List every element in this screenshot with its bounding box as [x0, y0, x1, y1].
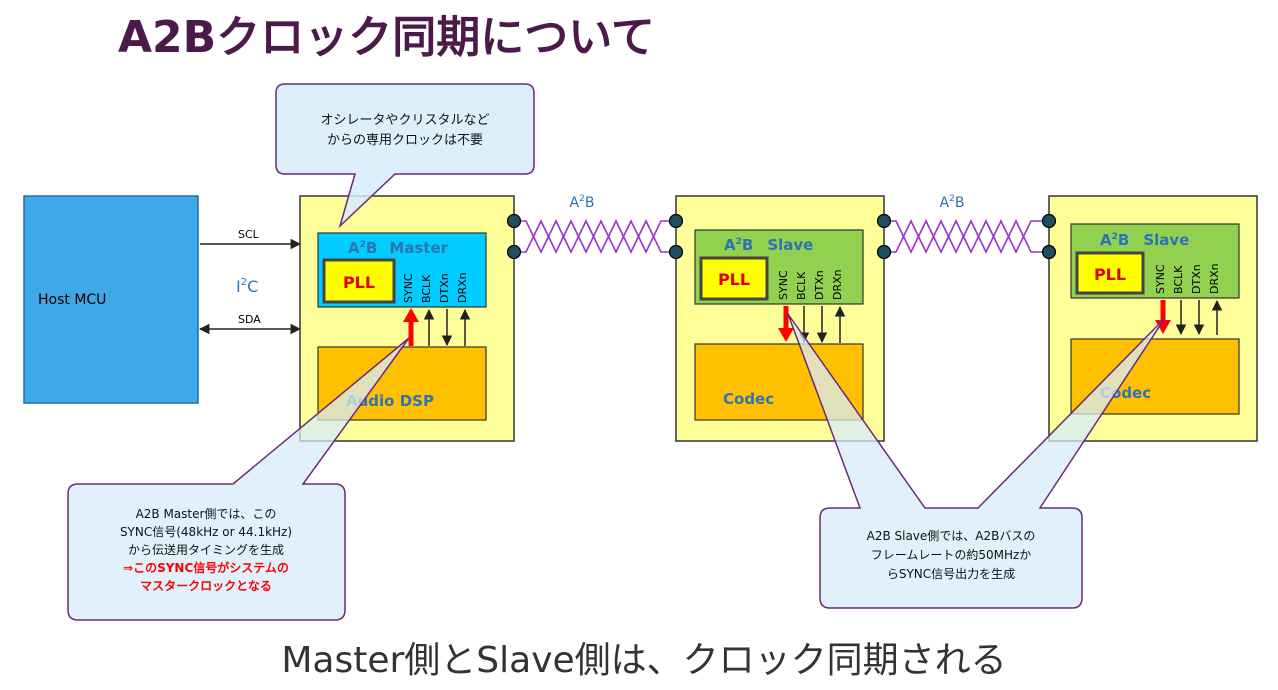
host-mcu-box [23, 195, 199, 404]
slave1-pin-bclk: BCLK [795, 271, 808, 300]
callout-top-line2: からの専用クロックは不要 [327, 133, 483, 148]
connector-dot [668, 244, 684, 260]
callout-slave [787, 313, 1166, 609]
callout-top [275, 83, 535, 229]
master-pin-sync: SYNC [402, 273, 415, 303]
master-pin-dtxn: DTXn [438, 273, 451, 303]
connector-dots [506, 213, 1057, 260]
master-sync-arrowhead [403, 308, 419, 322]
slave1-pll-box [699, 256, 769, 301]
page-title: A2Bクロック同期について [118, 12, 655, 63]
slave1-codec-label: Codec [723, 390, 774, 408]
slave1-pin-sync: SYNC [777, 270, 790, 300]
slave2-pll-box [1075, 251, 1145, 295]
callout-master-line4: ⇒このSYNC信号がシステムの [123, 560, 289, 575]
connector-dot [506, 244, 522, 260]
slave2-pll-label: PLL [1094, 265, 1126, 284]
slave2-pin-dtxn: DTXn [1190, 264, 1203, 294]
master-dsp-label: Audio DSP [346, 392, 434, 410]
callout-top-line1: オシレータやクリスタルなど [320, 113, 489, 128]
slave2-pin-drxn: DRXn [1208, 263, 1221, 294]
host-mcu-label: Host MCU [38, 292, 106, 308]
slave1-sync-arrowhead [778, 328, 794, 342]
callout-master-line1: A2B Master側では、この [136, 507, 277, 521]
connector-dot [1041, 213, 1057, 229]
slave1-pin-dtxn: DTXn [813, 270, 826, 300]
slave2-pin-bclk: BCLK [1172, 265, 1185, 294]
callout-master [67, 337, 410, 621]
sda-label: SDA [238, 313, 261, 326]
connector-dot [668, 213, 684, 229]
callout-master-line2: SYNC信号(48kHz or 44.1kHz) [120, 525, 292, 539]
slave1-pin-drxn: DRXn [831, 269, 844, 300]
callout-master-line5: マスタークロックとなる [140, 579, 272, 593]
slave1-pins: SYNC BCLK DTXn DRXn [777, 269, 844, 300]
slave2-pins: SYNC BCLK DTXn DRXn [1154, 263, 1221, 294]
scl-label: SCL [238, 228, 260, 241]
link-label-2: A2B [940, 194, 965, 211]
link-label-1: A2B [570, 194, 595, 211]
connector-dot [876, 213, 892, 229]
callout-slave-line3: らSYNC信号出力を生成 [887, 567, 1015, 581]
master-pins: SYNC BCLK DTXn DRXn [402, 272, 469, 303]
footer-text: Master側とSlave側は、クロック同期される [281, 640, 1006, 681]
master-pll-label: PLL [343, 273, 375, 292]
master-pin-drxn: DRXn [456, 272, 469, 303]
callout-slave-line1: A2B Slave側では、A2Bバスの [867, 529, 1036, 543]
connector-dot [876, 244, 892, 260]
connector-dot [1041, 244, 1057, 260]
callout-master-line3: から伝送用タイミングを生成 [128, 542, 284, 557]
connector-dot [506, 213, 522, 229]
master-pin-bclk: BCLK [420, 274, 433, 303]
master-pll-box [322, 258, 396, 304]
slave2-pin-sync: SYNC [1154, 264, 1167, 294]
twisted-pair-link-2 [884, 219, 1049, 254]
callout-slave-line2: フレームレートの約50MHzか [871, 547, 1032, 562]
slave1-pll-label: PLL [718, 270, 750, 289]
twisted-pair-link-1 [514, 219, 676, 254]
i2c-label: I2C [236, 277, 258, 296]
